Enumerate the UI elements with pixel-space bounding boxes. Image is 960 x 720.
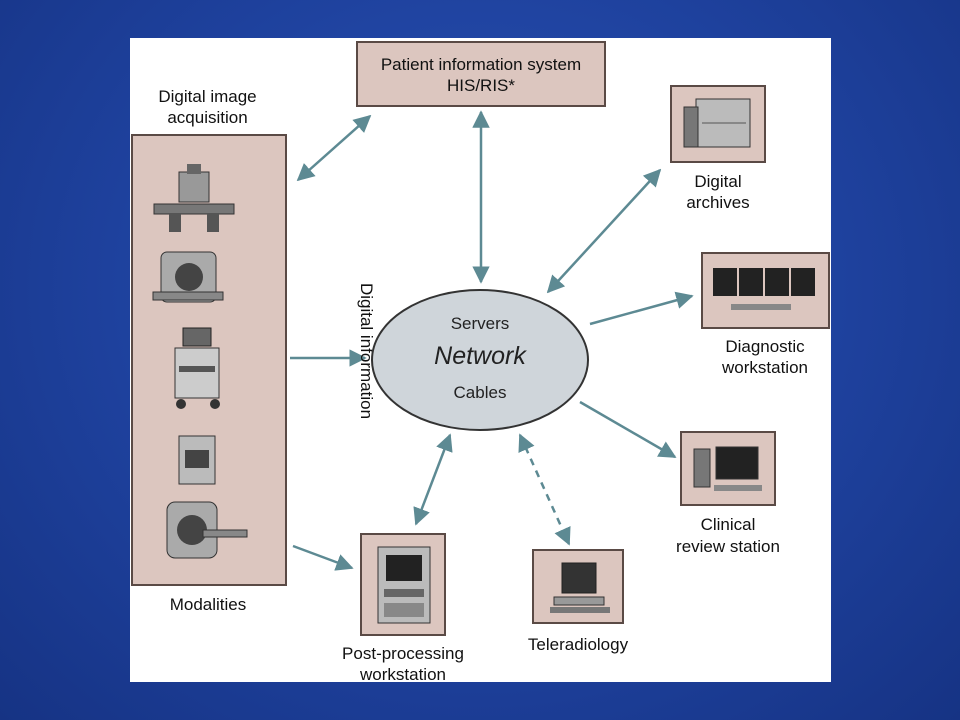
postprocessing-label-line2: workstation	[360, 665, 446, 684]
diagram-canvas: Patient information system HIS/RIS* Digi…	[130, 38, 831, 684]
acquisition-label-line1: Digital image	[158, 87, 257, 106]
diagnostic-box	[701, 252, 830, 329]
arrow-network-diagnostic	[589, 291, 694, 326]
archive-cabinet-icon	[683, 98, 751, 148]
clinical-box	[680, 431, 776, 506]
mri-scanner-icon	[166, 501, 248, 559]
acquisition-label-line2: acquisition	[167, 108, 248, 127]
mammography-unit-icon	[178, 435, 216, 485]
arrow-patient-acquisition	[296, 114, 372, 182]
ultrasound-cart-icon	[174, 327, 220, 409]
postprocessing-workstation-icon	[377, 546, 431, 624]
archives-label-line1: Digital	[694, 172, 742, 191]
arrows-layer	[290, 110, 694, 571]
xray-machine-icon	[153, 164, 235, 232]
teleradiology-box	[532, 549, 624, 624]
clinical-workstation-icon	[693, 446, 762, 491]
teleradiology-label: Teleradiology	[527, 635, 629, 654]
patient-info-line2: HIS/RIS*	[446, 76, 516, 95]
arrow-modalities-postprocessing	[292, 544, 354, 571]
diagnostic-label-line1: Diagnostic	[725, 337, 805, 356]
network-servers-label: Servers	[450, 314, 510, 333]
network-cables-label: Cables	[453, 383, 507, 402]
arrow-network-teleradiology	[518, 433, 571, 546]
arrow-network-archives	[546, 168, 662, 294]
network-ellipse	[371, 289, 589, 431]
network-title: Network	[434, 342, 526, 370]
arrow-network-clinical	[579, 400, 677, 459]
clinical-label-line1: Clinical	[700, 515, 756, 534]
postprocessing-label-line1: Post-processing	[342, 644, 464, 663]
modalities-label: Modalities	[169, 595, 247, 614]
patient-info-line1: Patient information system	[380, 55, 582, 74]
archives-box	[670, 85, 766, 163]
diagnostic-label-line2: workstation	[722, 358, 808, 377]
clinical-label-line2: review station	[676, 537, 780, 556]
postprocessing-box	[360, 533, 446, 636]
ct-scanner-icon	[152, 251, 224, 303]
modalities-box	[131, 134, 287, 586]
arrow-network-postprocessing	[413, 433, 453, 526]
teleradiology-computer-icon	[550, 562, 610, 613]
archives-label-line2: archives	[686, 193, 750, 212]
patient-info-system-box: Patient information system HIS/RIS*	[356, 41, 606, 107]
diagnostic-monitors-icon	[713, 268, 815, 310]
